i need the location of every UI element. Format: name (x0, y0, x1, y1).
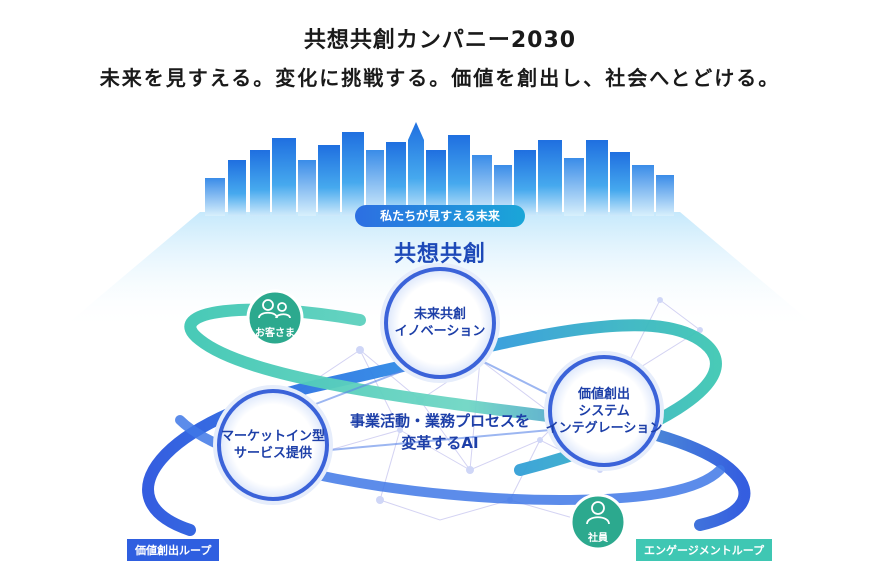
employee-icon (586, 501, 610, 525)
ai-transformation-text: 事業活動・業務プロセスを 変革するAI (349, 412, 530, 452)
customers-badge (246, 289, 304, 347)
value-creation-loop (142, 319, 722, 536)
node-integration-circle (544, 351, 664, 471)
customers-label: お客さま (255, 328, 295, 339)
engagement-loop-label: エンゲージメントループ (636, 539, 773, 561)
page-title: 共想共創カンパニー2030 (303, 28, 577, 53)
city-skyline-illustration (205, 122, 674, 216)
customers-icon (258, 299, 291, 319)
engagement-loop (184, 303, 751, 531)
page-subtitle: 未来を見すえる。変化に挑戦する。価値を創出し、社会へとどける。 (99, 66, 781, 90)
node-integration-label: 価値創出 システム インテグレーション (545, 387, 663, 436)
cocreation-heading: 共想共創 (393, 242, 486, 267)
node-market-in-circle (213, 385, 333, 505)
value-creation-loop-label: 価値創出ループ (127, 539, 220, 561)
node-innovation-circle (380, 263, 500, 383)
node-market-in-label: マーケットイン型 サービス提供 (220, 429, 325, 461)
employees-label: 社員 (588, 533, 608, 544)
future-vision-label: 私たちが見すえる未来 (355, 205, 525, 227)
node-innovation-label: 未来共創 イノベーション (394, 307, 486, 339)
employees-badge (569, 493, 627, 551)
